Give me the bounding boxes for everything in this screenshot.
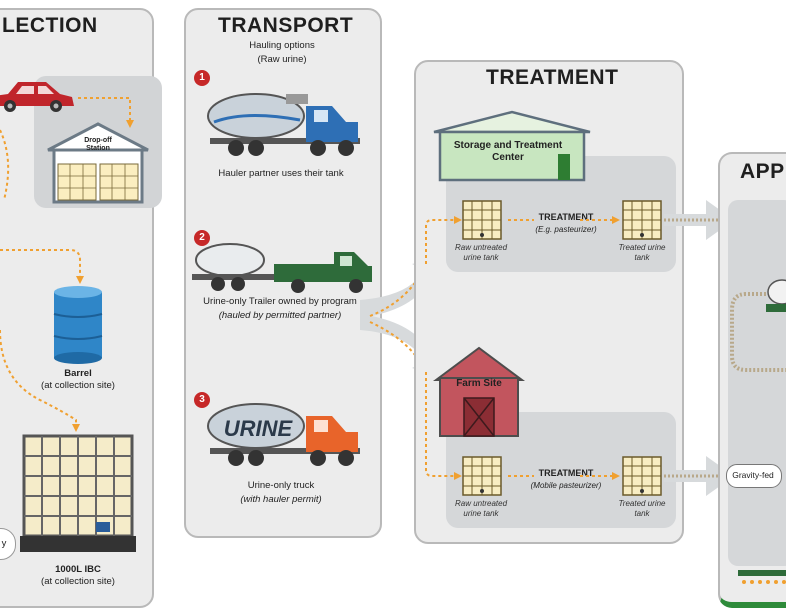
option-2-sublabel: (hauled by permitted partner) — [218, 310, 342, 321]
urine-truck-icon — [207, 403, 360, 466]
ibc-tote-icon — [20, 434, 136, 552]
storage-building-icon — [433, 110, 591, 182]
ibc-sublabel: (at collection site) — [41, 576, 115, 587]
barrel-icon — [53, 286, 103, 364]
treatment-step-2: TREATMENT — [538, 468, 594, 478]
treated-tank-icon-1 — [622, 200, 662, 240]
storage-center-label: Storage and Treatment Center — [453, 140, 563, 163]
dropoff-label: Drop-off Station — [84, 137, 112, 152]
option-3-label: Urine-only truck — [247, 480, 315, 491]
barrel-label: Barrel — [64, 368, 92, 379]
treated-tank-icon-2 — [622, 456, 662, 496]
transport-subtitle-2: (Raw urine) — [257, 54, 307, 65]
treatment-method-2: (Mobile pasteurizer) — [530, 481, 602, 490]
gravity-fed-label: Gravity-fed — [732, 470, 774, 480]
option-3-badge: 3 — [194, 392, 210, 408]
farm-barn-icon — [432, 346, 526, 437]
application-inner-bg — [728, 200, 786, 566]
hauler-truck-icon — [207, 93, 360, 156]
gravity-fed-bubble — [726, 464, 782, 488]
urine-tank-text: URINE — [223, 416, 293, 441]
option-2-badge: 2 — [194, 230, 210, 246]
option-3-sublabel: (with hauler permit) — [240, 494, 322, 505]
option-2-label: Urine-only Trailer owned by program — [203, 296, 357, 307]
barrel-sublabel: (at collection site) — [41, 380, 115, 391]
partial-bubble-label: y — [1, 538, 7, 549]
raw-tank-label-1: Raw untreated urine tank — [454, 243, 508, 262]
car-icon — [0, 82, 74, 112]
treated-tank-label-2: Treated urine tank — [618, 499, 666, 518]
treatment-title: TREATMENT — [486, 66, 619, 89]
trailer-truck-icon — [192, 243, 372, 293]
treatment-method-1: (E.g. pasteurizer) — [535, 225, 597, 234]
transport-subtitle: Hauling options — [249, 40, 315, 51]
collection-title: LECTION — [2, 14, 98, 37]
treated-tank-label-1: Treated urine tank — [618, 243, 666, 262]
ibc-label: 1000L IBC — [55, 564, 101, 575]
application-title: APPL — [740, 160, 786, 183]
field-applicator-icon — [738, 570, 786, 584]
dropoff-station-icon — [47, 122, 149, 204]
farm-site-label: Farm Site — [456, 378, 502, 389]
treatment-step-1: TREATMENT — [538, 212, 594, 222]
option-1-badge: 1 — [194, 70, 210, 86]
raw-tank-icon-1 — [462, 200, 502, 240]
raw-tank-icon-2 — [462, 456, 502, 496]
transport-title: TRANSPORT — [218, 14, 354, 37]
application-equipment-icon — [730, 279, 786, 372]
raw-tank-label-2: Raw untreated urine tank — [454, 499, 508, 518]
option-1-label: Hauler partner uses their tank — [218, 168, 344, 179]
